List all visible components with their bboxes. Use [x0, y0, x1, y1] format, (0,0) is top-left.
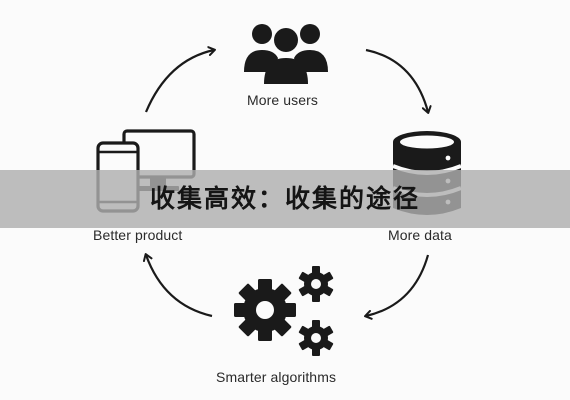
caption-banner-text: 收集高效：收集的途径	[149, 184, 420, 213]
node-label-more-users: More users	[247, 92, 319, 108]
node-label-smarter-algorithms: Smarter algorithms	[216, 369, 337, 385]
arrow-product-to-users	[144, 46, 216, 113]
gears-icon	[234, 266, 334, 356]
node-label-more-data: More data	[388, 227, 452, 243]
arrow-algorithms-to-product	[142, 253, 213, 318]
arrow-users-to-data	[365, 48, 432, 114]
arrow-data-to-algorithms	[364, 254, 430, 320]
users-group-icon	[244, 24, 328, 84]
caption-banner: 收集高效：收集的途径	[0, 170, 570, 228]
node-label-better-product: Better product	[93, 227, 183, 243]
